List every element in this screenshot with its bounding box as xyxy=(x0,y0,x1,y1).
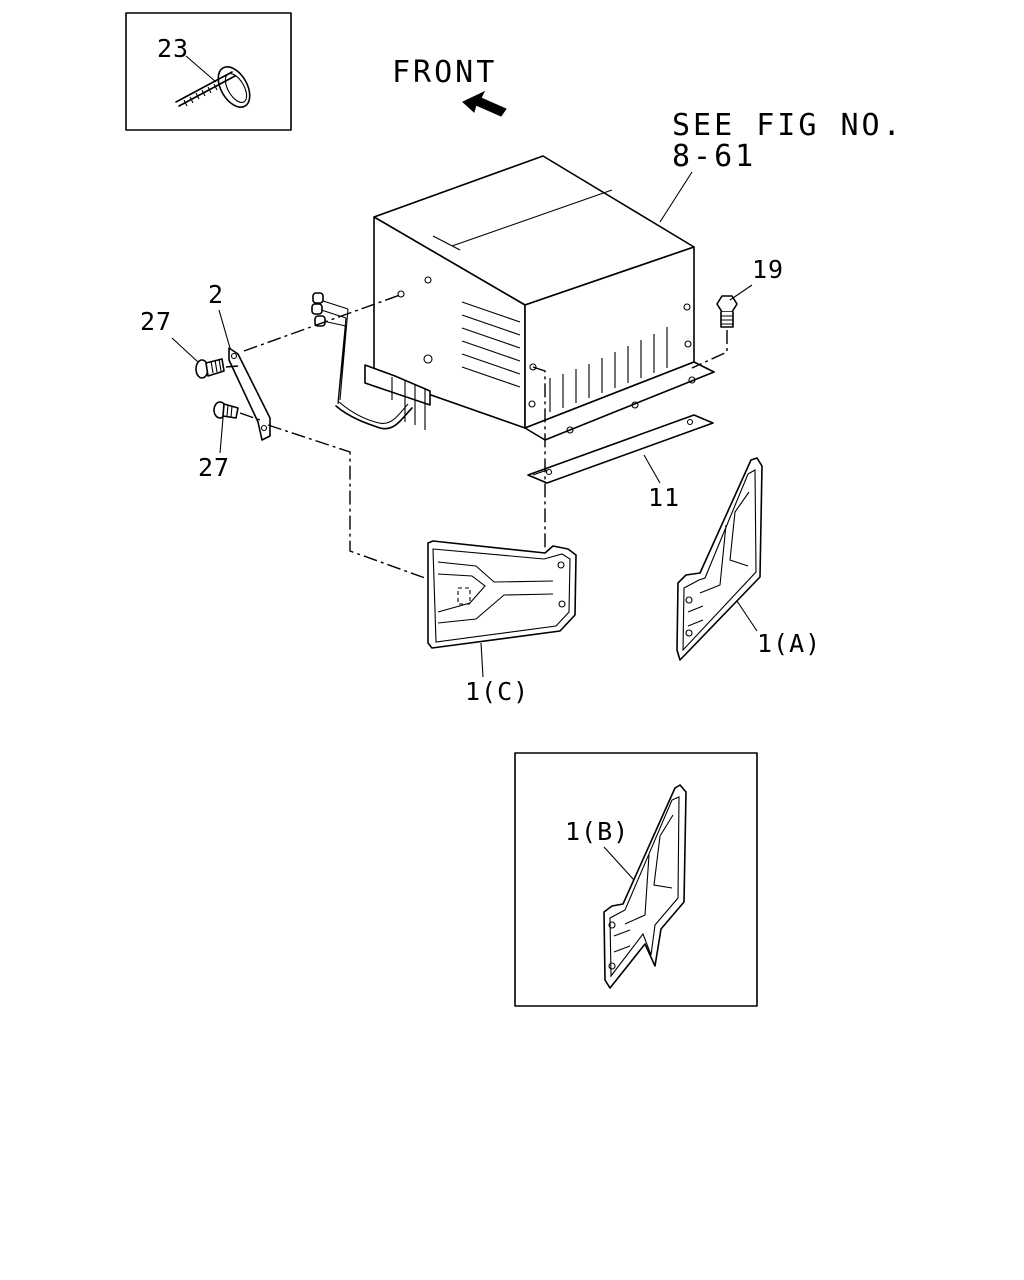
label-part-23: 23 xyxy=(157,34,189,63)
label-part-2: 2 xyxy=(208,280,224,309)
label-part-1a: 1(A) xyxy=(757,629,821,658)
inset-box-part-1b: 1(B) xyxy=(514,752,758,1007)
cable-tie-illustration xyxy=(175,55,251,108)
wire-harness xyxy=(311,292,413,430)
main-unit-housing xyxy=(364,155,715,441)
label-part-1b: 1(B) xyxy=(565,817,629,846)
plate-part-1a: 1(A) xyxy=(676,457,821,661)
label-part-11: 11 xyxy=(648,483,680,512)
see-fig-text-line2: 8-61 xyxy=(672,139,756,174)
assembly-leader-lines xyxy=(225,294,728,579)
strip-part-11: 11 xyxy=(527,414,714,512)
see-fig-text-line1: SEE FIG NO. xyxy=(672,108,904,143)
plate-part-1b xyxy=(603,784,687,989)
label-part-19: 19 xyxy=(752,255,784,284)
bracket-part-2: 2 xyxy=(208,280,271,441)
label-part-27-upper: 27 xyxy=(140,307,172,336)
inset-box-part-23: 23 xyxy=(125,12,292,131)
screw-part-27-upper: 27 xyxy=(140,307,225,379)
label-part-27-lower: 27 xyxy=(198,453,230,482)
bolt-part-19: 19 xyxy=(716,255,784,328)
plate-part-1c: 1(C) xyxy=(427,540,577,706)
label-part-1c: 1(C) xyxy=(465,677,529,706)
see-fig-reference: SEE FIG NO. 8-61 xyxy=(659,108,904,223)
front-label: FRONT xyxy=(392,55,497,90)
screw-part-27-lower: 27 xyxy=(198,401,239,482)
arrow-up-left-icon xyxy=(462,90,507,117)
front-indicator: FRONT xyxy=(392,55,507,117)
